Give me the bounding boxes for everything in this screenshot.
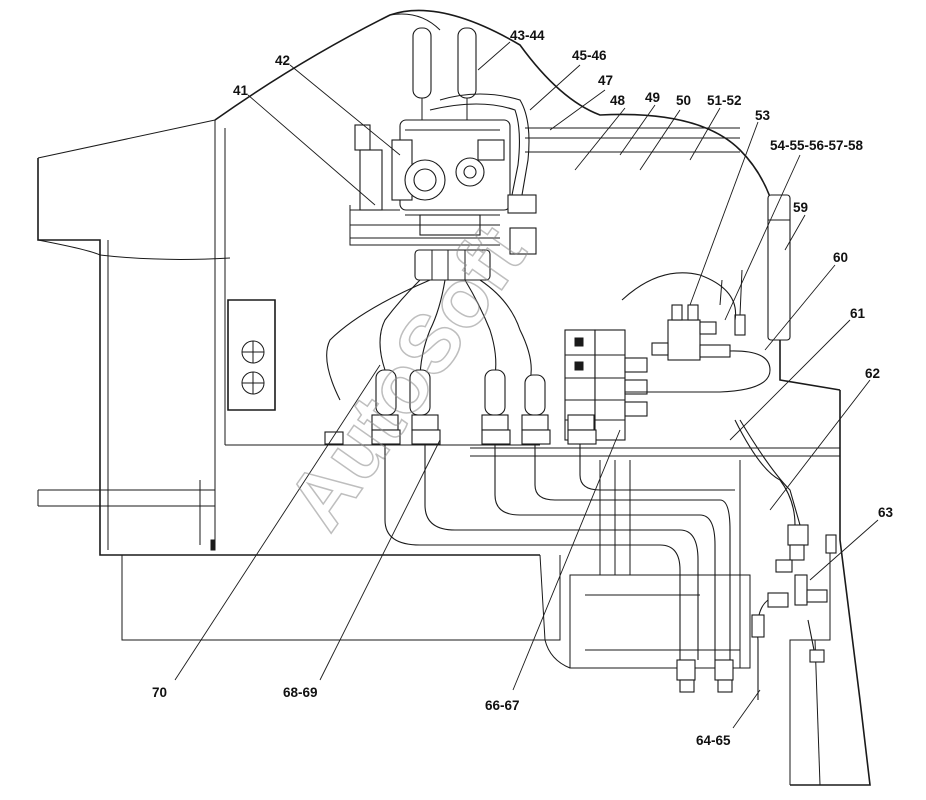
callout-70: 70 bbox=[152, 685, 167, 700]
callout-60: 60 bbox=[833, 250, 848, 265]
callout-59: 59 bbox=[793, 200, 808, 215]
callout-43-44: 43-44 bbox=[510, 28, 545, 43]
callout-53: 53 bbox=[755, 108, 771, 123]
pump-assembly bbox=[349, 27, 537, 281]
cylinder bbox=[767, 194, 791, 341]
callout-47: 47 bbox=[598, 73, 613, 88]
callout-48: 48 bbox=[610, 93, 626, 108]
leader-lines bbox=[174, 41, 879, 729]
distribution-block bbox=[621, 269, 771, 393]
valve-stack bbox=[564, 329, 648, 441]
right-lines bbox=[734, 419, 837, 700]
callout-41: 41 bbox=[233, 83, 249, 98]
callout-61: 61 bbox=[850, 306, 866, 321]
callout-68-69: 68-69 bbox=[283, 685, 318, 700]
pump-hoses bbox=[326, 279, 532, 401]
callout-66-67: 66-67 bbox=[485, 698, 520, 713]
callout-45-46: 45-46 bbox=[572, 48, 607, 63]
callout-labels: 41 42 43-44 45-46 47 48 49 50 51-52 53 5… bbox=[152, 28, 894, 748]
callout-54-58: 54-55-56-57-58 bbox=[770, 138, 864, 153]
callout-42: 42 bbox=[275, 53, 290, 68]
callout-64-65: 64-65 bbox=[696, 733, 731, 748]
callout-51-52: 51-52 bbox=[707, 93, 742, 108]
callout-50: 50 bbox=[676, 93, 691, 108]
callout-62: 62 bbox=[865, 366, 880, 381]
callout-63: 63 bbox=[878, 505, 894, 520]
lower-hose-bank bbox=[324, 369, 735, 693]
callout-49: 49 bbox=[645, 90, 660, 105]
